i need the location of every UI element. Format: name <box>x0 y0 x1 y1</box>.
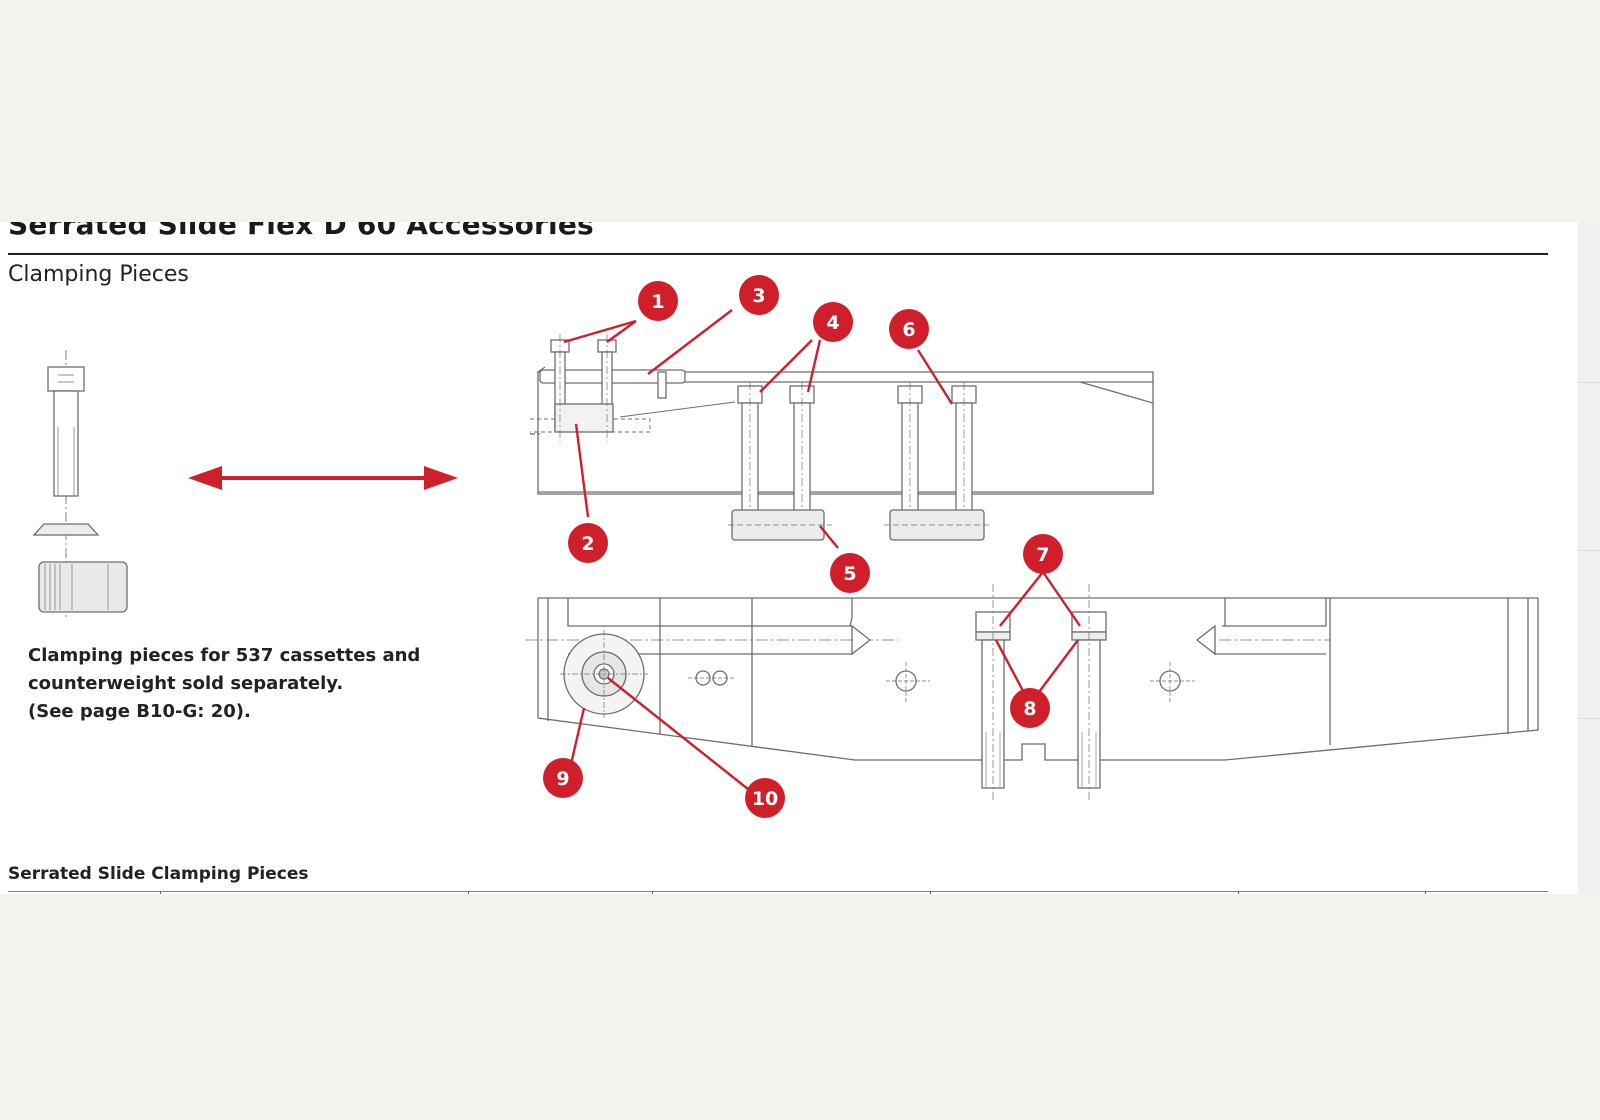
callout-2: 2 <box>568 523 608 563</box>
table-column-tick <box>1425 891 1426 894</box>
table-column-tick <box>652 891 653 894</box>
svg-text:6: 6 <box>902 319 915 341</box>
page-side-strip <box>1578 222 1600 894</box>
svg-text:8: 8 <box>1023 698 1036 720</box>
note-line-3: (See page B10-G: 20). <box>28 701 251 722</box>
side-strip-divider <box>1578 718 1600 719</box>
double-arrow-icon <box>188 466 458 490</box>
table-column-tick <box>468 891 469 894</box>
note-line-2: counterweight sold separately. <box>28 673 344 694</box>
catalog-page: Serrated Slide Flex D 60 Accessories Cla… <box>0 222 1578 894</box>
note-line-1: Clamping pieces for 537 cassettes and <box>28 645 421 666</box>
svg-text:7: 7 <box>1036 544 1049 566</box>
callout-4: 4 <box>813 302 853 342</box>
svg-text:5: 5 <box>843 563 856 585</box>
front-view-bottom <box>525 584 1539 802</box>
table-title: Serrated Slide Clamping Pieces <box>8 864 309 884</box>
serrated-nut <box>38 561 128 613</box>
callout-5: 5 <box>830 553 870 593</box>
svg-text:10: 10 <box>752 788 778 810</box>
svg-text:1: 1 <box>651 291 664 313</box>
callout-3: 3 <box>739 275 779 315</box>
svg-text:3: 3 <box>752 285 765 307</box>
title-divider <box>8 253 1548 255</box>
technical-drawing: 1 2 3 4 5 6 7 <box>32 275 1539 818</box>
svg-text:9: 9 <box>556 768 569 790</box>
callout-8: 8 <box>1010 688 1050 728</box>
table-column-tick <box>1238 891 1239 894</box>
callout-6: 6 <box>889 309 929 349</box>
callout-1: 1 <box>638 281 678 321</box>
page-title: Serrated Slide Flex D 60 Accessories <box>8 222 594 241</box>
accessory-note: Clamping pieces for 537 cassettes and co… <box>28 642 420 726</box>
table-column-tick <box>160 891 161 894</box>
side-strip-divider <box>1578 382 1600 383</box>
svg-text:4: 4 <box>826 312 839 334</box>
bolt-head <box>47 366 85 392</box>
callout-7: 7 <box>1023 534 1063 574</box>
table-column-tick <box>930 891 931 894</box>
callout-9: 9 <box>543 758 583 798</box>
bolt-shank <box>53 390 79 497</box>
table-divider <box>8 891 1548 892</box>
callout-10: 10 <box>745 778 785 818</box>
svg-text:2: 2 <box>581 533 594 555</box>
callout-badges: 1 2 3 4 5 6 7 <box>543 275 1063 818</box>
side-view-top <box>530 334 1154 542</box>
washer <box>32 523 100 536</box>
side-strip-divider <box>1578 550 1600 551</box>
section-subtitle: Clamping Pieces <box>8 262 189 287</box>
exploded-clamp-part <box>32 350 128 617</box>
